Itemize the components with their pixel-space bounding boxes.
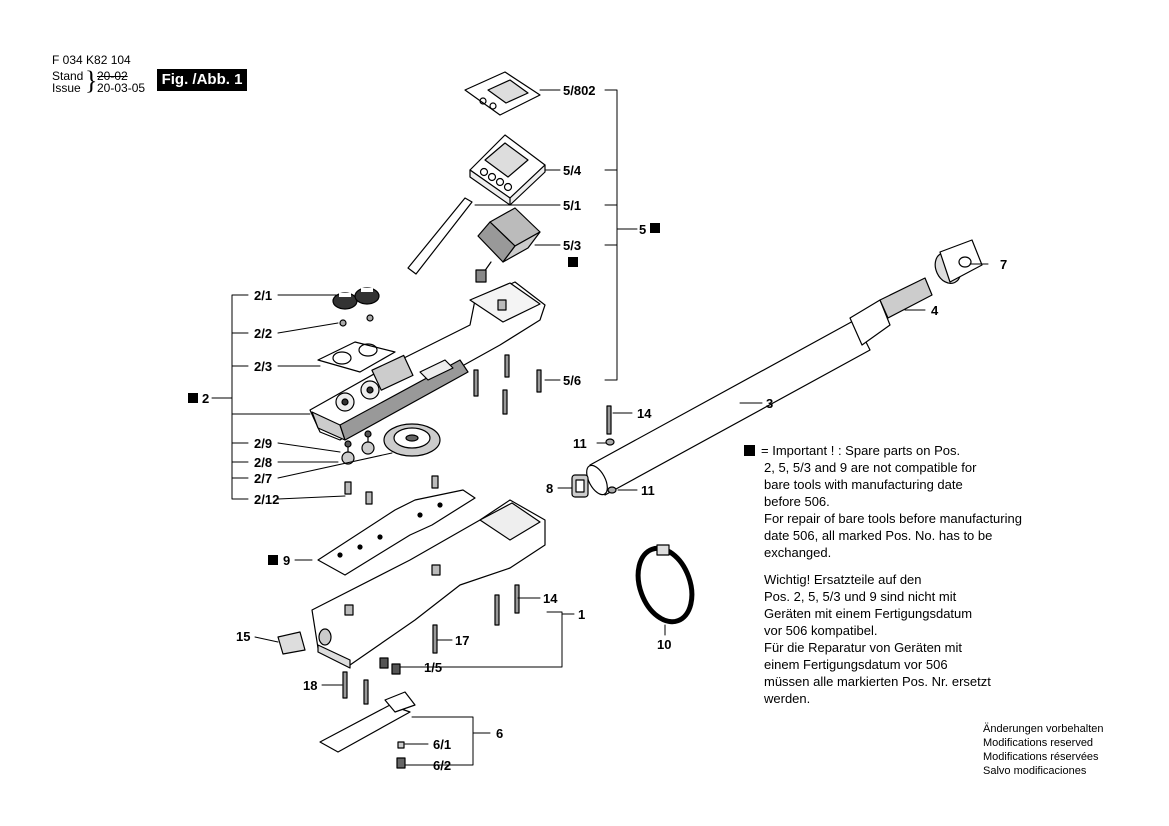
stand-label: Stand — [52, 69, 84, 83]
note-line: einem Fertigungsdatum vor 506 — [764, 657, 948, 672]
brace-glyph: } — [85, 66, 98, 95]
callout-2-7: 2/7 — [254, 471, 272, 486]
important-note-german: Wichtig! Ersatzteile auf den Pos. 2, 5, … — [764, 571, 1064, 707]
note-line: Pos. 2, 5, 5/3 und 9 sind nicht mit — [764, 589, 957, 604]
callout-8: 8 — [546, 481, 553, 496]
note-line: before 506. — [764, 494, 830, 509]
part-2-9-potentiometers — [341, 430, 375, 465]
callout-5-3: 5/3 — [563, 238, 581, 253]
callout-10: 10 — [657, 637, 671, 652]
part-1-5-clip — [379, 657, 401, 675]
callout-15: 15 — [236, 629, 250, 644]
issue-label: Issue — [52, 81, 81, 95]
callout-5-802: 5/802 — [563, 83, 596, 98]
callout-2-2: 2/2 — [254, 326, 272, 341]
part-5-3-module — [475, 207, 541, 283]
note-line: 2, 5, 5/3 and 9 are not compatible for — [764, 460, 977, 475]
footer-line-en: Modifications reserved — [983, 737, 1094, 749]
callout-2-3: 2/3 — [254, 359, 272, 374]
note-line: werden. — [764, 691, 811, 706]
part-15-label — [277, 631, 306, 655]
callout-1: 1 — [578, 607, 585, 622]
part-10-clamp — [635, 544, 695, 625]
callout-14-lower: 14 — [543, 591, 558, 606]
note-line: For repair of bare tools before manufact… — [764, 511, 1022, 526]
part-2-handle — [309, 281, 546, 441]
callout-9: 9 — [283, 553, 290, 568]
callout-7: 7 — [1000, 257, 1007, 272]
footer-line-es: Salvo modificaciones — [983, 765, 1087, 777]
callout-5-4: 5/4 — [563, 163, 582, 178]
callout-5-6: 5/6 — [563, 373, 581, 388]
part-8-clip — [571, 474, 589, 498]
important-note-english: = Important ! : Spare parts on Pos. 2, 5… — [744, 442, 1064, 561]
note-line: Für die Reparatur von Geräten mit — [764, 640, 962, 655]
callout-5: 5 — [639, 222, 646, 237]
part-9-board — [317, 489, 476, 576]
part-7-cap — [934, 239, 983, 284]
callout-6-2: 6/2 — [433, 758, 451, 773]
callout-2-12: 2/12 — [254, 492, 279, 507]
important-square-icon — [744, 445, 755, 456]
part-5-4-display-housing — [469, 134, 546, 206]
callout-6-1: 6/1 — [433, 737, 451, 752]
callout-2: 2 — [202, 391, 209, 406]
footer-line-fr: Modifications réservées — [983, 751, 1099, 763]
part-1-housing — [311, 499, 546, 669]
part-5-1-strip — [407, 197, 473, 275]
part-6-cover — [319, 691, 416, 769]
part-5-6-screws — [473, 354, 542, 415]
note-line: Geräten mit einem Fertigungsdatum — [764, 606, 973, 621]
issue-date: 20-03-05 — [97, 81, 146, 95]
part-4-shaft — [879, 277, 933, 319]
note-line: bare tools with manufacturing date — [764, 477, 963, 492]
note-line: date 506, all marked Pos. No. has to be — [764, 528, 993, 543]
note-line: müssen alle markierten Pos. Nr. ersetzt — [764, 674, 991, 689]
callout-6: 6 — [496, 726, 503, 741]
callout-4: 4 — [931, 303, 939, 318]
callout-14-upper: 14 — [637, 406, 652, 421]
stand-date: 20-02 — [97, 69, 128, 83]
document-number: F 034 K82 104 — [52, 53, 131, 67]
figure-label: Fig. /Abb. 1 — [157, 69, 247, 91]
part-2-7-speaker — [383, 423, 441, 457]
part-5-802-membrane — [464, 71, 541, 116]
footer-line-de: Änderungen vorbehalten — [983, 723, 1104, 735]
callout-2-8: 2/8 — [254, 455, 272, 470]
note-line: vor 506 kompatibel. — [764, 623, 878, 638]
callout-1-5: 1/5 — [424, 660, 442, 675]
callout-11-upper: 11 — [573, 436, 587, 451]
part-2-1-knobs — [332, 287, 380, 310]
callout-11-lower: 11 — [641, 483, 655, 498]
modifications-footer: Änderungen vorbehalten Modifications res… — [983, 722, 1103, 778]
note-line: Wichtig! Ersatzteile auf den — [764, 572, 922, 587]
note-line: = Important ! : Spare parts on Pos. — [744, 442, 1064, 459]
callout-2-1: 2/1 — [254, 288, 272, 303]
callout-5-1: 5/1 — [563, 198, 581, 213]
part-2-3-labels — [317, 341, 396, 373]
callout-17: 17 — [455, 633, 469, 648]
callout-18: 18 — [303, 678, 317, 693]
callout-2-9: 2/9 — [254, 436, 272, 451]
callout-3: 3 — [766, 396, 773, 411]
note-line: exchanged. — [764, 545, 832, 560]
part-3-tube — [586, 299, 891, 496]
